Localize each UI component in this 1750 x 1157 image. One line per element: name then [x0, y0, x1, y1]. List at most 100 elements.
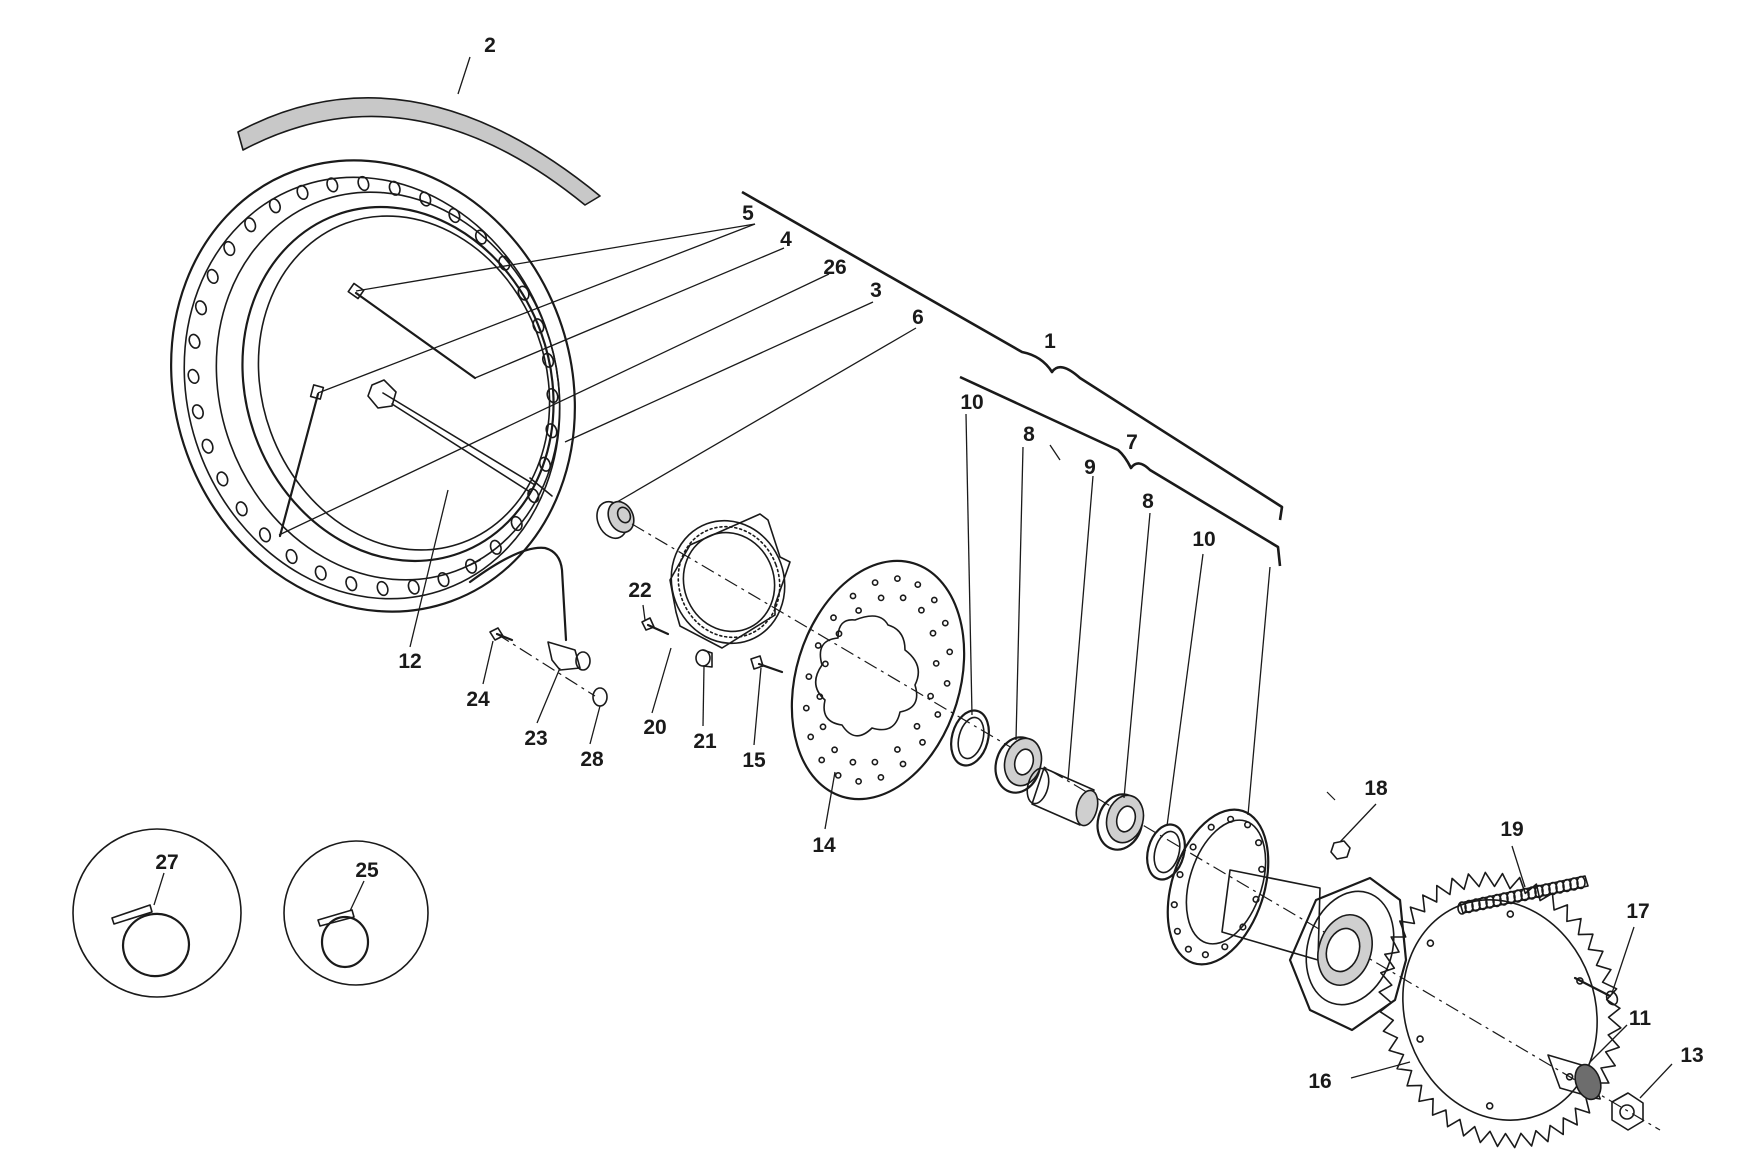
- chain-link: [1464, 899, 1474, 914]
- brake-disc-hole: [941, 619, 949, 627]
- sprocket-bolt-hole: [1426, 939, 1435, 948]
- hub-spoke-hole: [1243, 821, 1252, 829]
- brake-disc-hole: [927, 692, 934, 700]
- hub-spoke-hole: [1226, 815, 1235, 823]
- chain-link: [1506, 890, 1516, 905]
- brake-disc-hole: [932, 660, 940, 667]
- rim-spoke-hole: [244, 217, 257, 233]
- rim-spoke-hole: [545, 423, 558, 439]
- chain-link: [1569, 877, 1579, 891]
- rim-spoke-hole: [538, 456, 552, 472]
- brake-disc-hole: [914, 581, 922, 588]
- callout-15: 15: [742, 749, 766, 772]
- rim-spoke-hole: [546, 388, 559, 404]
- callout-26: 26: [823, 256, 846, 279]
- brace-assembly-1: [741, 190, 1284, 521]
- sprocket-teeth: [1378, 871, 1622, 1149]
- oil-seal-right: [1146, 823, 1186, 881]
- brake-disc-hole: [943, 680, 951, 687]
- rim-spoke-hole: [532, 318, 545, 334]
- rim-spoke-hole: [388, 180, 401, 196]
- callout-16: 16: [1308, 1070, 1331, 1093]
- rim-spoke-hole: [314, 565, 327, 581]
- callout-4: 4: [780, 228, 792, 251]
- rim-spoke-hole: [285, 548, 298, 565]
- hub-spoke-hole: [1176, 870, 1184, 879]
- brake-disc-hole: [818, 756, 826, 764]
- spokes: [278, 282, 477, 538]
- brake-disc-hole: [814, 642, 822, 649]
- center-axis: [631, 523, 1661, 1131]
- sprocket-holes: [1416, 910, 1584, 1110]
- callout-1: 1: [1044, 330, 1056, 353]
- brake-disc-hole: [946, 648, 954, 656]
- rear-sprocket: [1378, 871, 1622, 1149]
- rim-spoke-hole: [191, 404, 204, 420]
- axle-nut: [1611, 1092, 1644, 1131]
- callout-8-left: 8: [1023, 423, 1035, 446]
- hub-spoke-hole: [1170, 901, 1178, 909]
- sensor-washer: [592, 687, 608, 707]
- chain-link: [1555, 880, 1565, 894]
- brake-disc-hole: [929, 629, 937, 637]
- callout-21: 21: [693, 730, 717, 753]
- rim-spoke-hole: [498, 255, 511, 271]
- tone-wheel-bush: [695, 649, 713, 668]
- axle-spacer: [1547, 1054, 1602, 1101]
- callout-7: 7: [1126, 431, 1138, 454]
- callout-12: 12: [398, 650, 421, 673]
- wheel-hub: [1166, 808, 1408, 1032]
- brake-disc-hole: [855, 607, 862, 614]
- inner-spacer: [1026, 767, 1099, 827]
- rim: [170, 159, 576, 613]
- rim-spoke-holes: [187, 175, 559, 597]
- hub-spoke-hole: [1258, 865, 1266, 873]
- hub-spoke-hole: [1221, 943, 1229, 951]
- brace-assembly-7: [959, 375, 1282, 567]
- brake-disc-hole: [930, 596, 938, 604]
- brake-disc-hole: [835, 630, 843, 638]
- rim-spoke-hole: [296, 184, 309, 200]
- brake-disc-hole: [831, 746, 838, 754]
- rim-spoke-hole: [268, 198, 281, 214]
- brake-disc-hole: [871, 758, 879, 766]
- hub-spoke-hole: [1201, 951, 1209, 959]
- callout-23: 23: [524, 727, 547, 750]
- abs-tone-wheel: [669, 513, 791, 649]
- brake-disc-hole: [834, 772, 842, 779]
- callout-19: 19: [1500, 818, 1523, 841]
- brake-disc-hole: [918, 606, 925, 614]
- rim-spoke-hole: [357, 175, 370, 192]
- rim-spoke-hole: [510, 515, 523, 532]
- sprocket-bolt-hole: [1565, 1073, 1574, 1081]
- brake-disc-hole: [877, 774, 885, 781]
- chain-link: [1513, 889, 1523, 903]
- hub-spoke-hole: [1173, 927, 1181, 935]
- chain-link: [1478, 896, 1488, 911]
- callout-27: 27: [155, 851, 178, 874]
- brake-disc-hole: [849, 592, 857, 600]
- brake-disc-hole: [830, 614, 837, 622]
- brake-disc-hole: [855, 778, 862, 785]
- callout-28: 28: [580, 748, 604, 771]
- brake-disc-hole: [819, 723, 827, 731]
- callout-5: 5: [742, 202, 754, 225]
- sprocket-outline: [1378, 871, 1622, 1149]
- rim-spoke-hole: [206, 268, 219, 284]
- callout-17: 17: [1626, 900, 1649, 923]
- brake-disc-hole: [871, 579, 879, 586]
- sprocket-bolt: [1573, 976, 1619, 1006]
- rim-spoke-hole: [437, 572, 450, 588]
- hub-spoke-hole: [1254, 839, 1263, 847]
- hub-spoke-hole: [1189, 843, 1197, 851]
- rim-spoke-hole: [194, 300, 208, 316]
- sprocket-bolt-hole: [1485, 1102, 1494, 1110]
- rim-spoke-hole: [474, 229, 488, 245]
- brake-disc-hole: [849, 758, 857, 766]
- hub-spoke-hole: [1184, 945, 1192, 953]
- brake-disc-hole: [919, 738, 926, 746]
- brake-disc-hole: [802, 704, 810, 712]
- brake-disc-hole: [807, 733, 815, 741]
- brake-disc-hole: [822, 660, 829, 668]
